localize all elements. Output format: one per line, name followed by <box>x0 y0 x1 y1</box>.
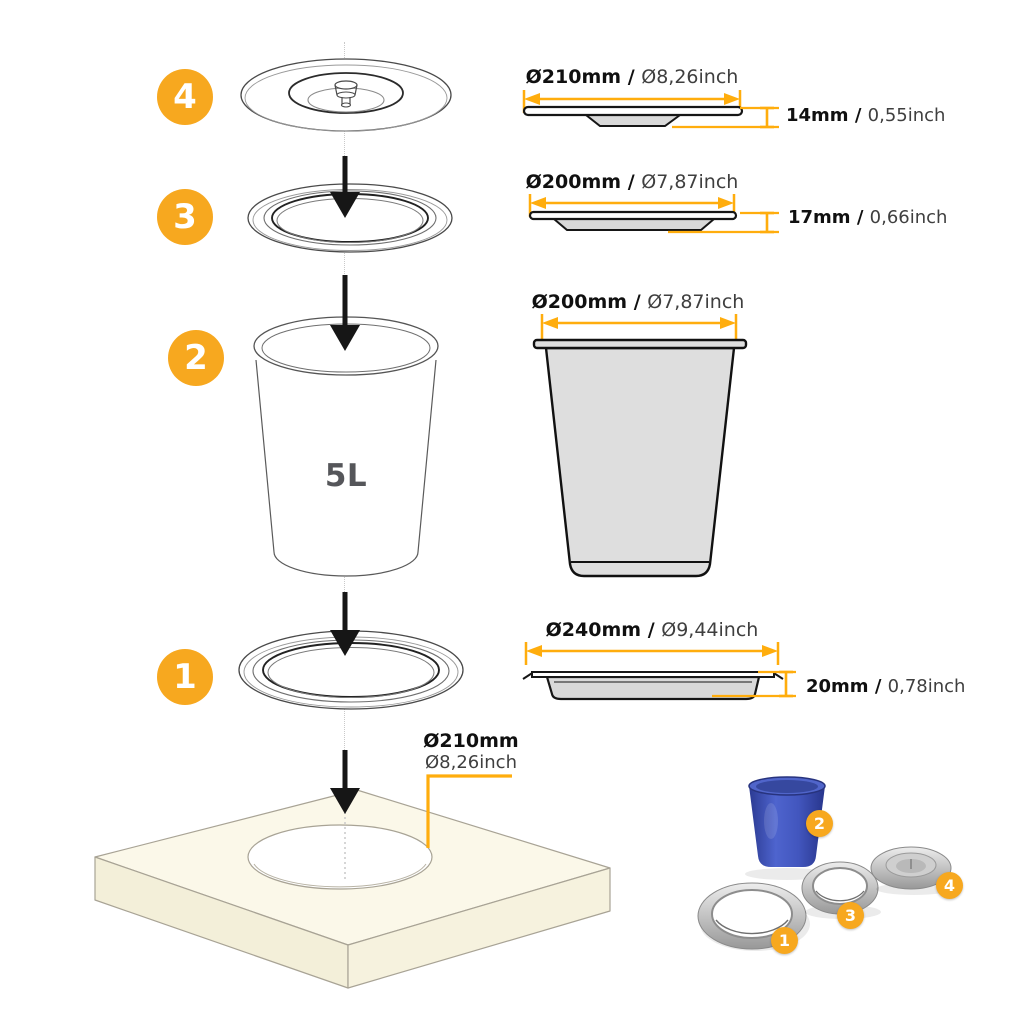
top-ring-3d-drawing <box>247 183 453 253</box>
separator: / <box>868 676 888 697</box>
photo-badge-4: 4 <box>936 872 963 899</box>
cutout-diameter-mm: Ø210mm <box>423 730 519 752</box>
bucket-diameter-label: Ø200mm / Ø7,87inch <box>508 291 768 313</box>
photo-ring-small <box>801 861 881 919</box>
bucket-side-view <box>532 338 748 578</box>
lid-height-bracket <box>672 106 779 129</box>
arrow-down-icon <box>330 156 360 218</box>
photo-badge-1-number: 1 <box>778 930 791 950</box>
bucket-capacity-label: 5L <box>325 458 367 494</box>
separator: / <box>850 207 870 228</box>
bottom-ring-height-label: 20mm / 0,78inch <box>806 677 965 697</box>
lid-3d-drawing <box>240 58 452 132</box>
countertop-drawing <box>94 782 611 989</box>
arrow-down-icon <box>330 592 360 656</box>
photo-lid <box>870 846 952 895</box>
photo-badge-1: 1 <box>771 927 798 954</box>
step-badge-4-number: 4 <box>173 77 197 117</box>
photo-badge-2: 2 <box>806 810 833 837</box>
top-ring-diameter-label: Ø200mm / Ø7,87inch <box>502 171 762 193</box>
lid-height-mm: 14mm <box>786 105 849 126</box>
bucket-3d-drawing: 5L <box>253 316 439 577</box>
arrow-down-icon <box>330 275 360 351</box>
step-badge-1-number: 1 <box>173 657 197 697</box>
step-badge-2-number: 2 <box>184 338 208 378</box>
step-badge-1: 1 <box>157 649 213 705</box>
step-badge-2: 2 <box>168 330 224 386</box>
lid-height-label: 14mm / 0,55inch <box>786 106 945 126</box>
separator: / <box>621 171 642 193</box>
lid-height-inch: 0,55inch <box>867 105 946 126</box>
lid-knob <box>334 80 358 90</box>
top-ring-height-label: 17mm / 0,66inch <box>788 208 947 228</box>
product-photo: 2 4 3 1 <box>680 765 1020 985</box>
photo-badge-3-number: 3 <box>844 905 857 925</box>
top-ring-diameter-inch: Ø7,87inch <box>641 171 739 193</box>
lid-side-profile <box>522 105 744 127</box>
bottom-ring-diameter-label: Ø240mm / Ø9,44inch <box>522 619 782 641</box>
top-ring-height-bracket <box>668 211 779 234</box>
cutout-leader-line <box>426 774 512 848</box>
cutout-hole <box>247 824 433 890</box>
cutout-diameter-inch: Ø8,26inch <box>425 752 517 773</box>
lid-diameter-mm: Ø210mm <box>525 66 622 88</box>
bottom-ring-height-bracket <box>712 670 796 698</box>
photo-badge-3: 3 <box>837 902 864 929</box>
top-ring-diameter-mm: Ø200mm <box>525 171 622 193</box>
step-badge-3: 3 <box>157 189 213 245</box>
top-ring-height-mm: 17mm <box>788 207 851 228</box>
bottom-ring-diameter-mm: Ø240mm <box>545 619 642 641</box>
separator: / <box>641 619 662 641</box>
bottom-ring-diameter-dimension-line <box>524 642 780 665</box>
bottom-ring-diameter-inch: Ø9,44inch <box>661 619 759 641</box>
bucket-diameter-mm: Ø200mm <box>531 291 628 313</box>
bottom-ring-height-inch: 0,78inch <box>887 676 966 697</box>
bucket-diameter-dimension-line <box>540 314 738 340</box>
separator: / <box>627 291 648 313</box>
bucket-diameter-inch: Ø7,87inch <box>647 291 745 313</box>
separator: / <box>848 105 868 126</box>
photo-badge-4-number: 4 <box>943 875 956 895</box>
photo-badge-2-number: 2 <box>813 813 826 833</box>
step-badge-4: 4 <box>157 69 213 125</box>
step-badge-3-number: 3 <box>173 197 197 237</box>
lid-diameter-label: Ø210mm / Ø8,26inch <box>502 66 762 88</box>
lid-diameter-inch: Ø8,26inch <box>641 66 739 88</box>
separator: / <box>621 66 642 88</box>
top-ring-height-inch: 0,66inch <box>869 207 948 228</box>
bottom-ring-height-mm: 20mm <box>806 676 869 697</box>
top-ring-side-profile <box>528 210 738 231</box>
arrow-down-icon <box>330 750 360 814</box>
